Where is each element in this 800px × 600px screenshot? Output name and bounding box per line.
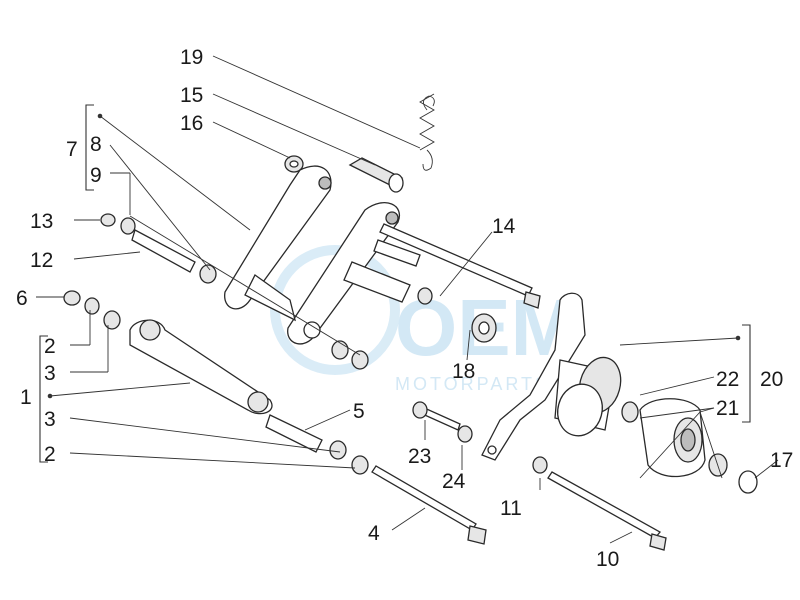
callout-2-upper: 2 bbox=[44, 335, 56, 358]
watermark-subtitle: MOTORPARTS bbox=[395, 374, 550, 394]
group-brackets bbox=[39, 104, 751, 463]
callout-labels: 19 15 16 7 8 9 13 12 6 2 3 1 3 2 5 4 14 … bbox=[16, 46, 793, 571]
part-spring bbox=[419, 93, 435, 171]
part-bolt-10 bbox=[547, 471, 667, 551]
callout-19: 19 bbox=[180, 46, 203, 69]
callout-17: 17 bbox=[770, 449, 793, 472]
part-nut-16 bbox=[284, 155, 304, 173]
callout-3-lower: 3 bbox=[44, 408, 56, 431]
callout-16: 16 bbox=[180, 112, 203, 135]
part-bolt-4 bbox=[371, 465, 487, 545]
watermark: OEM MOTORPARTS bbox=[270, 245, 577, 394]
part-bracket-plate bbox=[481, 292, 586, 461]
callout-14: 14 bbox=[492, 215, 516, 238]
callout-1: 1 bbox=[20, 386, 32, 409]
bullet-icon bbox=[47, 393, 53, 399]
callout-7: 7 bbox=[66, 138, 78, 161]
callout-20: 20 bbox=[760, 368, 783, 391]
callout-11: 11 bbox=[500, 497, 522, 520]
callout-5: 5 bbox=[353, 400, 365, 423]
part-left-nuts bbox=[63, 290, 121, 330]
part-left-bushes bbox=[100, 213, 217, 284]
part-bush-15 bbox=[348, 157, 404, 193]
callout-13: 13 bbox=[30, 210, 53, 233]
callout-9: 9 bbox=[90, 164, 102, 187]
part-silent-block bbox=[639, 398, 706, 478]
callout-4: 4 bbox=[368, 522, 380, 545]
callout-2-lower: 2 bbox=[44, 443, 56, 466]
part-bearing-18 bbox=[471, 313, 497, 343]
callout-12: 12 bbox=[30, 249, 53, 272]
bullet-icon bbox=[97, 113, 103, 119]
callout-8: 8 bbox=[90, 133, 102, 156]
callout-18: 18 bbox=[452, 360, 475, 383]
part-swing-link bbox=[224, 165, 433, 345]
part-bolt-23 bbox=[412, 401, 473, 443]
part-bush-8 bbox=[331, 340, 369, 370]
part-lower-bushes bbox=[265, 414, 369, 475]
part-bolt-14 bbox=[379, 223, 541, 309]
callout-23: 23 bbox=[408, 445, 431, 468]
callout-3-upper: 3 bbox=[44, 362, 56, 385]
callout-24: 24 bbox=[442, 470, 466, 493]
part-washer-22 bbox=[621, 401, 639, 423]
part-mount-shaft bbox=[129, 319, 273, 415]
callout-22: 22 bbox=[716, 368, 739, 391]
part-damper-cylinder bbox=[554, 356, 622, 437]
callout-10: 10 bbox=[596, 548, 619, 571]
callout-15: 15 bbox=[180, 84, 203, 107]
callout-21: 21 bbox=[716, 397, 739, 420]
leader-lines bbox=[36, 55, 779, 544]
part-washer-11 bbox=[532, 456, 548, 474]
callout-6: 6 bbox=[16, 287, 28, 310]
bullet-icon bbox=[735, 335, 741, 341]
